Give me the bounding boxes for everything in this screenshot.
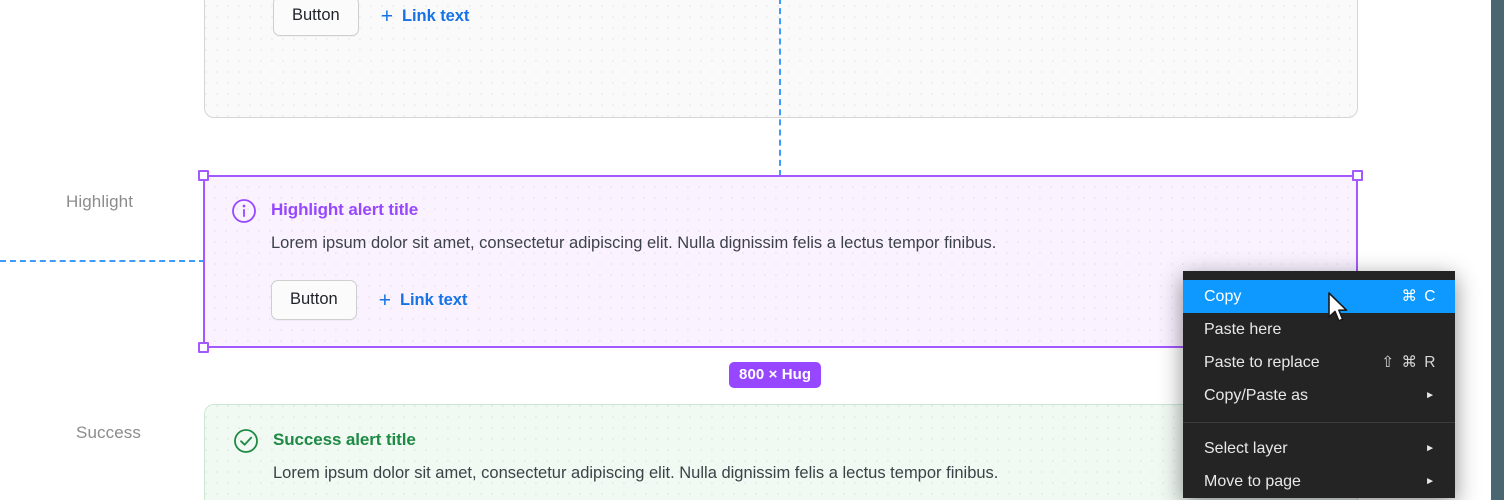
alert-title: Highlight alert title (271, 200, 419, 219)
context-menu-item-label: Paste here (1204, 321, 1282, 338)
context-menu-item-label: Copy/Paste as (1204, 387, 1309, 404)
context-menu-item-copy-paste-as[interactable]: Copy/Paste as ► (1183, 379, 1455, 412)
check-circle-icon (233, 428, 259, 454)
alert-link[interactable]: + Link text (379, 290, 468, 311)
context-menu-divider (1183, 422, 1455, 423)
submenu-arrow-icon: ► (1425, 443, 1435, 454)
submenu-arrow-icon: ► (1425, 390, 1435, 401)
alert-card-highlight[interactable]: Highlight alert title Lorem ipsum dolor … (203, 175, 1358, 348)
alignment-guide-vertical (779, 0, 781, 176)
row-label-success: Success (76, 423, 141, 442)
alert-actions: Button + Link text (271, 280, 1330, 320)
plus-icon: + (378, 288, 391, 312)
context-menu[interactable]: Copy ⌘ C Paste here Paste to replace ⇧ ⌘… (1183, 271, 1455, 498)
submenu-arrow-icon: ► (1425, 476, 1435, 487)
context-menu-item-paste-here[interactable]: Paste here (1183, 313, 1455, 346)
context-menu-item-label: Move to page (1204, 473, 1301, 490)
context-menu-item-copy[interactable]: Copy ⌘ C (1183, 280, 1455, 313)
selection-size-badge: 800 × Hug (729, 362, 822, 388)
alert-link-label: Link text (401, 6, 470, 25)
context-menu-item-select-layer[interactable]: Select layer ► (1183, 432, 1455, 465)
alert-card-neutral[interactable]: Lorem ipsum dolor sit amet, consectetur … (204, 0, 1358, 118)
context-menu-item-label: Copy (1204, 288, 1242, 305)
info-circle-icon (231, 198, 257, 224)
alert-title: Success alert title (273, 430, 416, 449)
context-menu-item-label: Paste to replace (1204, 354, 1320, 371)
plus-icon: + (380, 4, 393, 28)
alert-link-label: Link text (399, 290, 468, 309)
alert-description: Lorem ipsum dolor sit amet, consectetur … (273, 464, 999, 482)
context-menu-item-paste-to-replace[interactable]: Paste to replace ⇧ ⌘ R (1183, 346, 1455, 379)
context-menu-item-shortcut: ⌘ C (1401, 288, 1437, 305)
context-menu-item-shortcut: ⇧ ⌘ R (1381, 354, 1437, 371)
alignment-guide-horizontal (0, 260, 205, 262)
row-label-highlight: Highlight (66, 192, 134, 211)
alert-button[interactable]: Button (271, 280, 357, 320)
context-menu-item-move-to-page[interactable]: Move to page ► (1183, 465, 1455, 498)
alert-actions: Button + Link text (273, 0, 1329, 36)
alert-button[interactable]: Button (273, 0, 359, 36)
window-edge-strip (1491, 0, 1504, 500)
context-menu-item-label: Select layer (1204, 440, 1288, 457)
alert-card-success[interactable]: Success alert title Lorem ipsum dolor si… (204, 404, 1358, 500)
alert-link[interactable]: + Link text (381, 6, 470, 27)
alert-description: Lorem ipsum dolor sit amet, consectetur … (271, 234, 997, 252)
